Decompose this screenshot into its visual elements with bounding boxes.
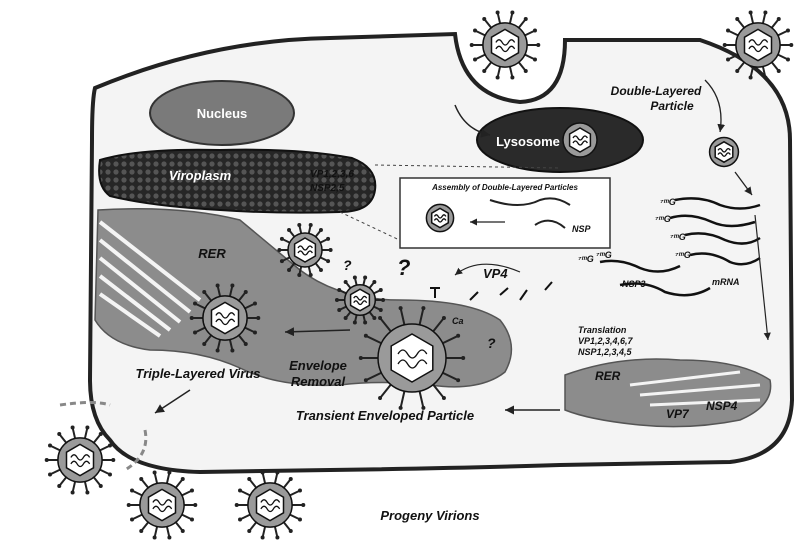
callout-line — [374, 164, 561, 169]
vp7-label: VP7 — [666, 407, 690, 421]
release-arrow — [154, 389, 191, 414]
double-layered-label-1: Double-Layered — [611, 84, 702, 98]
cap-label-3: ⁷ᵐG — [670, 232, 686, 242]
lysosome — [476, 107, 644, 173]
double-layered-label-2: Particle — [650, 99, 694, 113]
mrna-arrow — [754, 214, 771, 341]
cap-label-2: ⁷ᵐG — [655, 214, 671, 224]
cap-label-1: ⁷ᵐG — [660, 197, 676, 207]
cap-label-4: ⁷ᵐG — [675, 250, 691, 260]
question-mark: ? — [487, 335, 496, 351]
ca-label: Ca — [452, 316, 464, 326]
envelope-arrow — [284, 327, 351, 337]
transcription-arrow — [734, 171, 753, 196]
virion-particle — [334, 275, 386, 325]
virion-particle — [234, 470, 306, 540]
virion-particle — [425, 203, 455, 233]
viroplasm-vp-label: VP1,2,3,6 — [310, 169, 354, 180]
nsp4-label: NSP4 — [706, 399, 738, 413]
assembly-title: Assembly of Double-Layered Particles — [431, 183, 578, 192]
virion-particle — [708, 136, 740, 168]
nsp-label: NSP — [572, 224, 592, 234]
virion-particle — [722, 10, 794, 80]
virion-particle — [44, 425, 116, 495]
callout-line — [339, 211, 411, 246]
envelope-label-1: Envelope — [289, 358, 347, 373]
rna-strand — [489, 197, 571, 206]
rer-right-cisternae — [629, 370, 761, 407]
question-mark: ? — [343, 257, 352, 273]
mrna-strands — [599, 197, 761, 297]
nucleus — [149, 80, 295, 146]
rer-cisternae — [98, 220, 202, 338]
entry-arrow — [704, 79, 726, 133]
virion-particle — [469, 10, 541, 80]
virion-particle — [126, 470, 198, 540]
vp4-spikes — [430, 281, 553, 301]
question-mark-large: ? — [397, 255, 410, 280]
rer-right-label: RER — [595, 369, 621, 383]
endocytosis-arrow — [454, 104, 491, 138]
nsp3-label: NSP3 — [622, 279, 646, 289]
translation-label: Translation — [578, 325, 627, 335]
virion-particle — [189, 283, 261, 353]
transient-label: Transient Enveloped Particle — [296, 408, 474, 423]
rer-left-label: RER — [198, 246, 226, 261]
nucleus-label: Nucleus — [197, 106, 248, 121]
membrane-break — [59, 401, 111, 407]
lysosome-label: Lysosome — [496, 134, 560, 149]
vp4-label: VP4 — [483, 266, 508, 281]
virion-particle — [358, 306, 466, 410]
translation-nsp-label: NSP1,2,3,4,5 — [578, 347, 633, 357]
cap-label-5: ⁷ᵐG — [578, 254, 594, 264]
triple-layered-label: Triple-Layered Virus — [136, 366, 261, 381]
progeny-label: Progeny Virions — [380, 508, 479, 523]
translation-vp-label: VP1,2,3,4,6,7 — [578, 336, 634, 346]
viroplasm — [98, 148, 377, 214]
envelope-label-2: Removal — [291, 374, 346, 389]
rna-strand — [534, 219, 566, 229]
membrane-break — [124, 429, 148, 472]
viroplasm-label: Viroplasm — [169, 168, 232, 183]
vp4-arrow — [454, 263, 521, 276]
cap-label-6: ⁷ᵐG — [596, 250, 612, 260]
mrna-label: mRNA — [712, 277, 740, 287]
virion-particle — [562, 122, 598, 158]
viroplasm-nsp-label: NSP2,5 — [310, 183, 345, 194]
virion-group — [44, 10, 794, 540]
virion-particle — [277, 223, 333, 277]
